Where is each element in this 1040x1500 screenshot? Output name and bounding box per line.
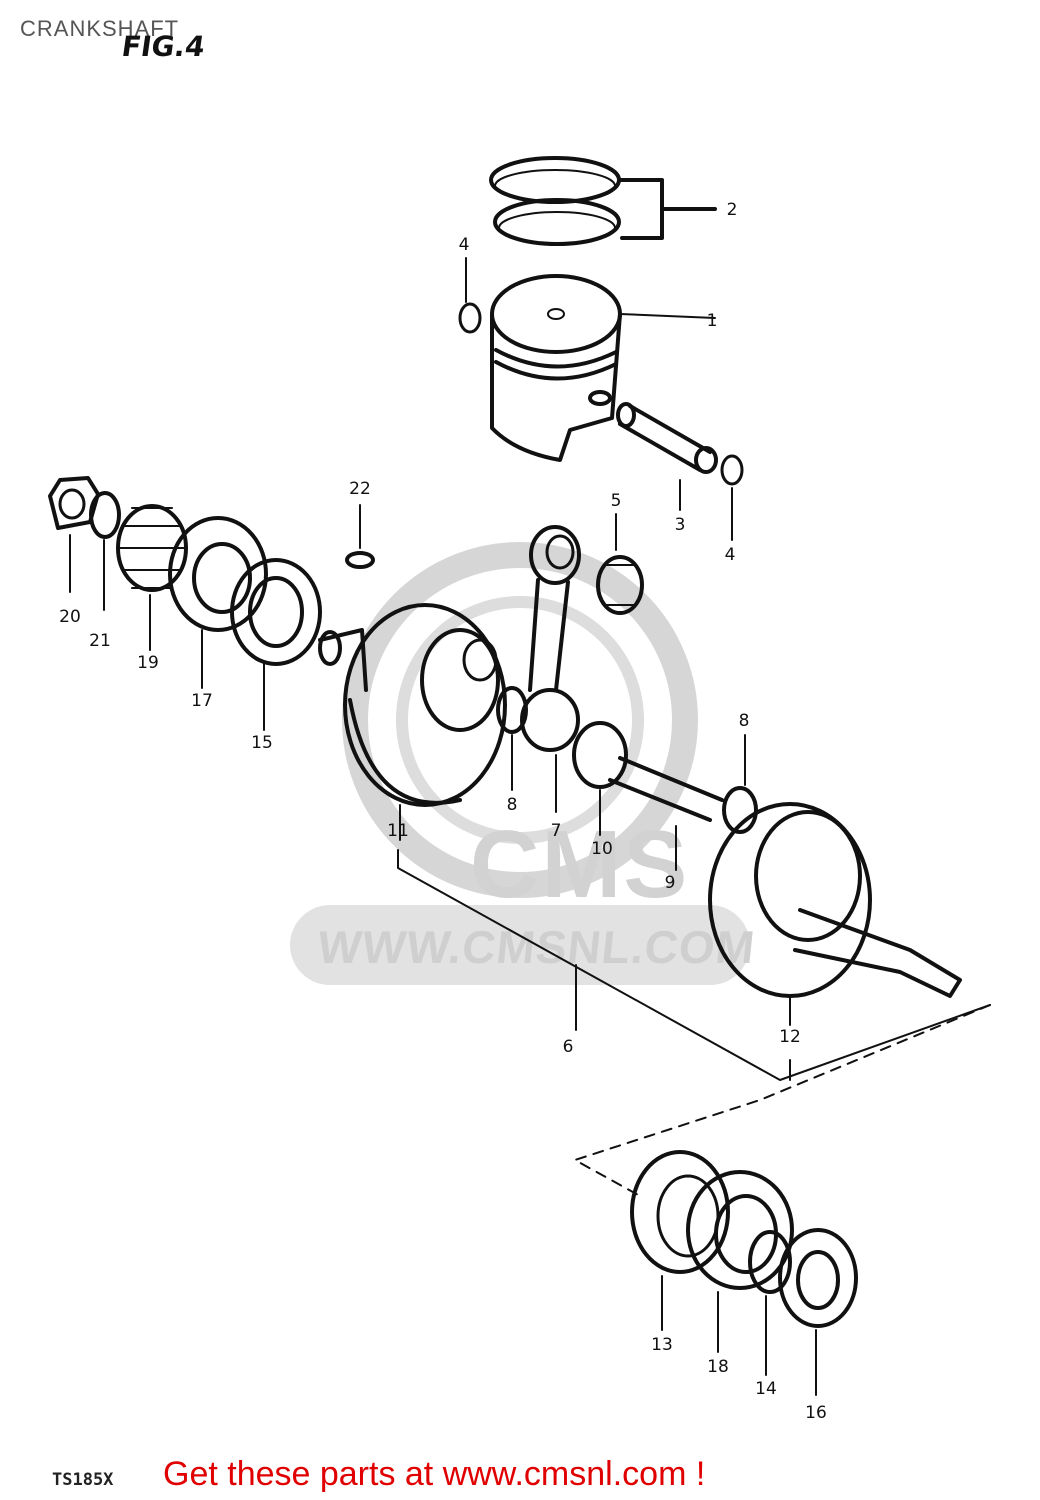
shop-link[interactable]: Get these parts at www.cmsnl.com ! [163, 1455, 706, 1493]
callout-number: 4 [459, 235, 470, 255]
oil-seal-right [778, 1228, 858, 1396]
callout-number: 8 [739, 711, 750, 731]
callout-number: 1 [707, 311, 718, 331]
crank-half-right [708, 802, 962, 1026]
piston-rings [489, 156, 717, 246]
callout-number: 3 [675, 515, 686, 535]
callout-number: 12 [779, 1027, 801, 1047]
callout-number: 22 [349, 479, 371, 499]
callout-number: 9 [665, 873, 676, 893]
callout-number: 14 [755, 1379, 777, 1399]
watermark-brand: CMS [470, 811, 690, 918]
crank-half-left [318, 603, 507, 841]
callout-number: 8 [507, 795, 518, 815]
callout-number: 6 [563, 1037, 574, 1057]
callout-number: 2 [727, 200, 738, 220]
connecting-rod [520, 525, 581, 813]
callout-number: 17 [191, 691, 213, 711]
callout-number: 11 [387, 821, 409, 841]
callout-number: 7 [551, 821, 562, 841]
retainer-plate [630, 1150, 730, 1331]
page-title: CRANKSHAFT [20, 16, 180, 41]
callout-number: 13 [651, 1335, 673, 1355]
callout-number: 15 [251, 733, 273, 753]
callout-number: 4 [725, 545, 736, 565]
piston [490, 274, 716, 462]
callout-number: 19 [137, 653, 159, 673]
callout-number: 18 [707, 1357, 729, 1377]
model-code: TS185X [52, 1470, 114, 1490]
callout-number: 16 [805, 1403, 827, 1423]
small-end-bearing [596, 513, 644, 615]
oil-seal-left [230, 558, 322, 731]
callout-number: 20 [59, 607, 81, 627]
piston-pin [616, 402, 718, 511]
callout-number: 5 [611, 491, 622, 511]
callout-number: 10 [591, 839, 613, 859]
callout-number: 21 [89, 631, 111, 651]
bearing-left [168, 516, 268, 689]
primary-gear [116, 504, 188, 651]
